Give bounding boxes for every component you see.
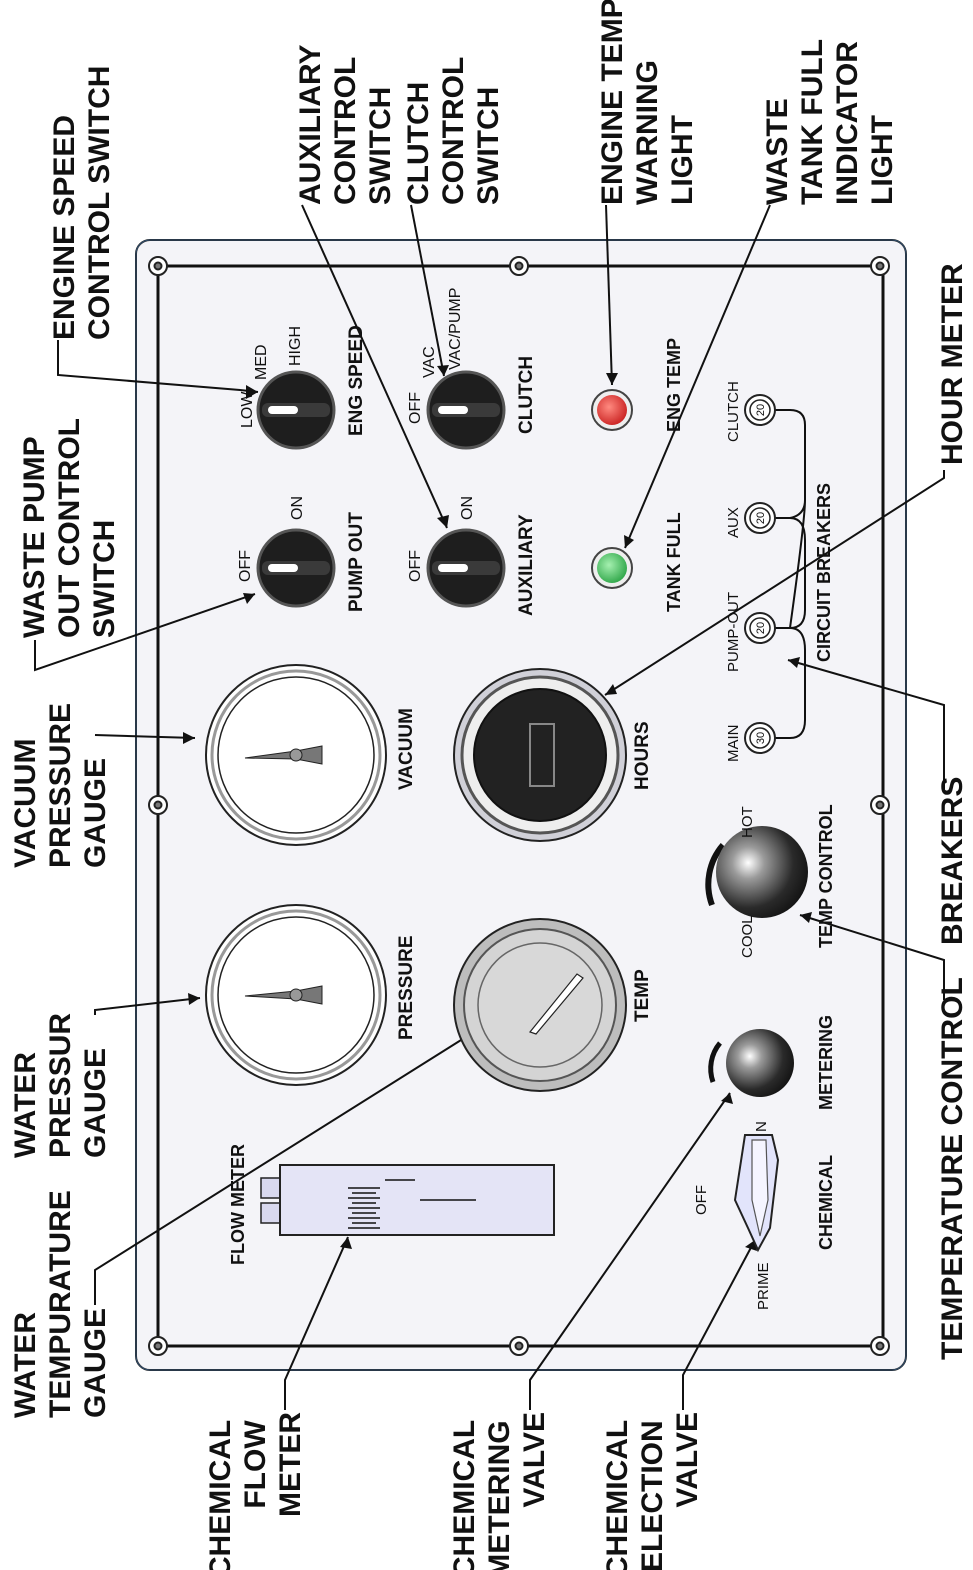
chemical-label: CHEMICAL [816,1155,836,1250]
eng-speed-low: LOW [239,391,256,428]
callout-waste-pump-out: WASTE PUMP OUT CONTROL SWITCH [18,410,121,638]
callout-labels: ENGINE SPEED CONTROL SWITCH WASTE PUMP O… [9,0,969,1570]
hour-meter-window [529,723,555,787]
callout-chemical-selection: CHEMICAL SELECTION VALVE [601,1412,704,1570]
flow-meter-ticks [348,1187,380,1229]
eng-speed-high: HIGH [287,326,304,366]
breaker-pump-out-rating: 20 [755,622,767,634]
leader-lines [34,204,945,1410]
clutch-off: OFF [407,392,424,424]
temp-gauge: TEMP [453,918,653,1092]
metering-label: METERING [816,1015,836,1110]
callout-auxiliary: AUXILIARY CONTROL SWITCH [294,37,397,205]
callout-water-temp: WATER TEMPURATURE GAUGE [9,1182,112,1418]
breaker-aux[interactable]: 20 AUX [725,502,776,538]
pump-out-on: ON [289,496,306,520]
callout-chemical-metering: CHEMICAL METERING VALVE [448,1412,551,1570]
auxiliary-off: OFF [407,550,424,582]
hours-label: HOURS [632,721,653,790]
callout-breakers: BREAKERS [936,777,969,945]
flow-meter-tube [279,1164,555,1236]
eng-temp-label: ENG TEMP [664,338,684,432]
pressure-gauge: PRESSURE [205,904,417,1086]
circuit-breakers-label: CIRCUIT BREAKERS [814,483,834,662]
chemical-off: OFF [693,1185,710,1215]
breaker-main-rating: 30 [755,732,767,744]
chemical-on: N [753,1121,770,1132]
eng-temp-light: ENG TEMP [591,338,684,432]
breaker-main[interactable]: 30 MAIN [725,722,776,763]
temp-control-cool: COOL [739,915,756,958]
eng-speed-med: MED [253,344,270,380]
flow-meter-label: FLOW METER [228,1144,248,1265]
clutch-vac: VAC [421,346,438,378]
screws [148,256,890,1356]
temp-control-knob[interactable]: HOT COOL TEMP CONTROL [705,804,836,958]
vacuum-label: VACUUM [396,708,417,790]
temp-control-hot: HOT [739,806,756,838]
eng-speed-switch[interactable]: LOW MED HIGH ENG SPEED [239,325,367,450]
tank-full-label: TANK FULL [664,512,684,612]
pressure-label: PRESSURE [396,935,417,1040]
chemical-valve[interactable]: N OFF PRIME CHEMICAL [693,1121,836,1310]
hour-meter: HOURS [453,668,653,842]
temp-label: TEMP [632,969,653,1022]
clutch-vacpump: VAC/PUMP [447,288,464,370]
flow-meter: FLOW METER [228,1144,555,1265]
temp-control-label: TEMP CONTROL [816,804,836,948]
eng-speed-label: ENG SPEED [346,325,367,436]
auxiliary-label: AUXILIARY [516,514,537,616]
pump-out-switch[interactable]: OFF ON PUMP OUT [237,496,367,612]
circuit-breakers: 20 CLUTCH 20 AUX 20 PUMP-OUT 30 MAIN CIR… [725,381,834,762]
callout-hour-meter: HOUR METER [936,263,969,465]
breaker-aux-label: AUX [725,507,742,538]
pump-out-off: OFF [237,550,254,582]
breaker-pump-out[interactable]: 20 PUMP-OUT [725,592,776,672]
callout-water-pressure: WATER PRESSUR GAUGE [9,1005,112,1158]
clutch-label: CLUTCH [516,356,537,434]
panel-edge [135,239,907,1371]
breaker-aux-rating: 20 [755,512,767,524]
callout-engine-temp: ENGINE TEMP WARNING LIGHT [596,0,699,205]
chemical-prime: PRIME [755,1262,772,1310]
clutch-switch[interactable]: OFF VAC VAC/PUMP CLUTCH [407,288,537,450]
callout-waste-tank: WASTE TANK FULL INDICATOR LIGHT [761,31,899,205]
callout-engine-speed: ENGINE SPEED CONTROL SWITCH [48,66,116,340]
auxiliary-switch[interactable]: OFF ON AUXILIARY [407,496,537,616]
auxiliary-on: ON [459,496,476,520]
breaker-clutch[interactable]: 20 CLUTCH [725,381,776,442]
vacuum-gauge: VACUUM [205,664,417,846]
callout-chemical-flow: CHEMICAL FLOW METER [204,1412,307,1570]
callout-vacuum-gauge: VACUUM PRESSURE GAUGE [9,695,112,868]
flow-meter-scale [385,1179,476,1201]
metering-knob[interactable]: METERING [708,1015,836,1110]
tank-full-light: TANK FULL [591,512,684,612]
breaker-clutch-label: CLUTCH [725,381,742,442]
callout-temperature-control: TEMPERATURE CONTROL [936,977,969,1360]
breaker-main-label: MAIN [725,725,742,763]
breaker-pump-out-label: PUMP-OUT [725,592,742,672]
breaker-clutch-rating: 20 [755,404,767,416]
callout-clutch: CLUTCH CONTROL SWITCH [402,49,505,205]
pump-out-label: PUMP OUT [346,512,367,612]
